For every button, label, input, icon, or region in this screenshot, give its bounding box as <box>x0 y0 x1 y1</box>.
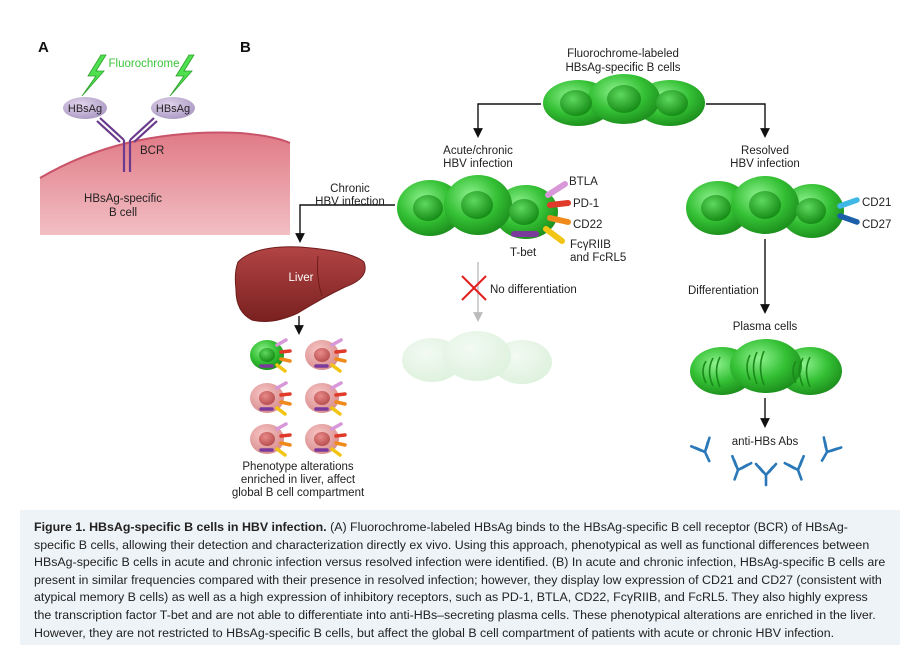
phenotype-label-line3: global B cell compartment <box>232 487 365 499</box>
acute-label-line1: Acute/chronic <box>443 145 513 157</box>
chronic-label-line1: Chronic <box>330 183 370 195</box>
top-title-line1: Fluorochrome-labeled <box>567 48 679 60</box>
cd21-label: CD21 <box>862 197 891 209</box>
chronic-label-line2: HBV infection <box>315 196 385 208</box>
fcgr-label-line1: FcγRIIB <box>570 239 611 251</box>
b-cell-label-line1: HBsAg-specific <box>84 193 162 205</box>
resolved-label-line2: HBV infection <box>730 158 800 170</box>
cd22-label: CD22 <box>573 219 602 231</box>
fluorochrome-label: Fluorochrome <box>109 58 180 70</box>
panel-b-letter: B <box>240 39 251 56</box>
cd27-label: CD27 <box>862 219 891 231</box>
branch-arrow-acute <box>473 103 541 138</box>
acute-label-line2: HBV infection <box>443 158 513 170</box>
pale-plasma-cells <box>402 331 552 384</box>
top-b-cell-cluster <box>543 74 705 126</box>
fcgr-label-line2: and FcRL5 <box>570 252 626 264</box>
resolved-b-cell-cluster <box>686 176 844 238</box>
pd1-label: PD-1 <box>573 198 599 210</box>
cross-icon <box>461 275 487 301</box>
phenotype-label-line2: enriched in liver, affect <box>241 474 356 486</box>
cd21-cd27-receptors <box>837 197 860 225</box>
b-cell-label-line2: B cell <box>109 207 137 219</box>
figure-diagram: A HBsAg-specific B cell BCR HBsAg HBsAg … <box>38 39 891 499</box>
bcr-receptor <box>96 117 158 172</box>
liver-b-cell-grid <box>250 338 347 457</box>
resolved-label-line1: Resolved <box>741 145 789 157</box>
plasma-cells-label: Plasma cells <box>733 321 798 333</box>
branch-arrow-resolved <box>706 103 770 138</box>
lightning-icon-left <box>81 54 107 97</box>
liver-lobe-line <box>317 255 323 297</box>
lightning-icon-right <box>169 54 195 97</box>
hbsag-antigen-right <box>151 97 195 119</box>
btla-label: BTLA <box>569 176 598 188</box>
b-cell-membrane <box>39 131 291 235</box>
acute-b-cell-cluster <box>397 175 558 239</box>
figure-caption: Figure 1. HBsAg-specific B cells in HBV … <box>20 510 900 645</box>
tbet-label: T-bet <box>510 247 537 259</box>
bcr-label: BCR <box>140 145 164 157</box>
differentiation-label: Differentiation <box>688 285 759 297</box>
phenotype-label-line1: Phenotype alterations <box>242 461 353 473</box>
panel-a-letter: A <box>38 39 49 56</box>
caption-title: Figure 1. HBsAg-specific B cells in HBV … <box>34 520 327 534</box>
liver-icon <box>234 246 366 322</box>
antibody-icons <box>689 436 843 487</box>
inhibitory-receptors <box>511 181 571 244</box>
liver-label: Liver <box>289 272 314 284</box>
hbsag-label-right: HBsAg <box>156 103 190 115</box>
no-differentiation-label: No differentiation <box>490 284 577 296</box>
hbsag-antigen-left <box>63 97 107 119</box>
chronic-arrow <box>295 204 395 243</box>
plasma-cell-cluster <box>690 339 842 395</box>
antibodies-label: anti-HBs Abs <box>732 436 799 448</box>
top-title-line2: HBsAg-specific B cells <box>565 62 680 74</box>
hbsag-label-left: HBsAg <box>68 103 102 115</box>
caption-text: (A) Fluorochrome-labeled HBsAg binds to … <box>34 520 886 640</box>
